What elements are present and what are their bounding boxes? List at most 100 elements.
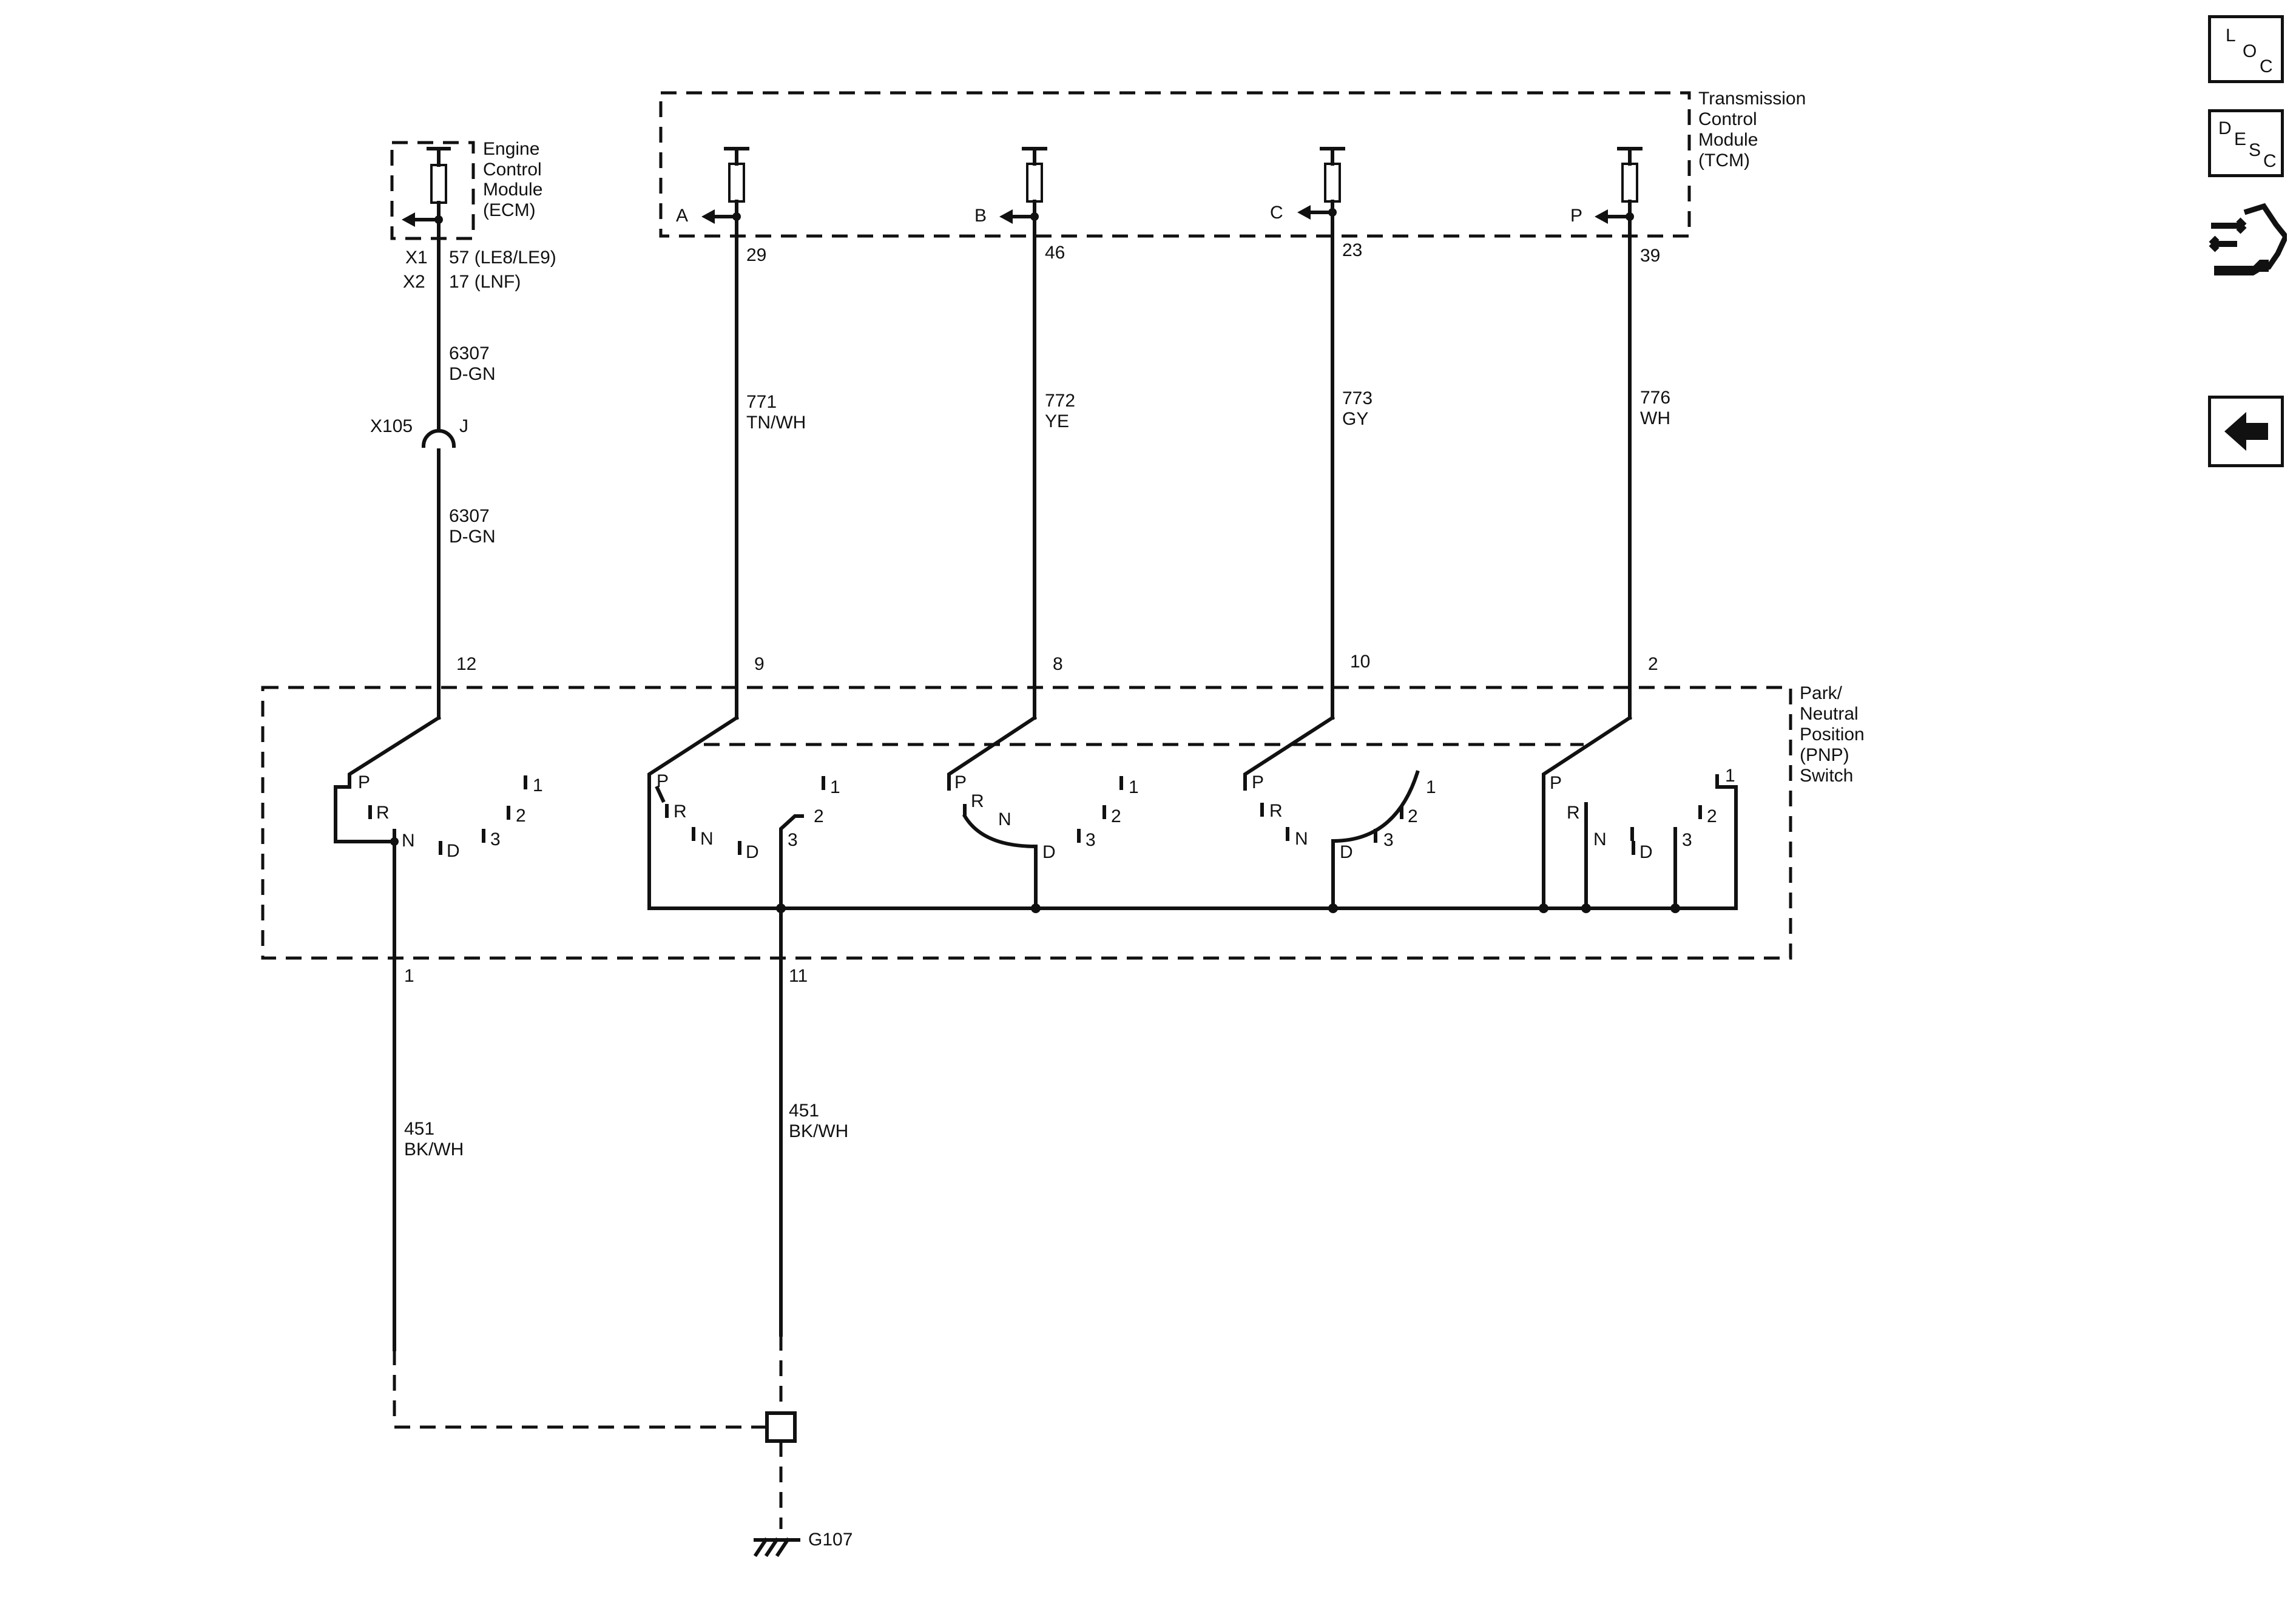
pnp-section-a: P R N D 3 2 1 11 xyxy=(647,715,840,1337)
pos-r: R xyxy=(1567,803,1580,823)
pnp-label-3: Position xyxy=(1800,724,1865,744)
wire-771-color: TN/WH xyxy=(746,413,806,433)
connector-tools-button[interactable] xyxy=(2208,200,2289,282)
tcm-box xyxy=(659,91,1691,238)
x105-connector-label: X105 xyxy=(370,416,413,436)
tcm-label-4: (TCM) xyxy=(1698,150,1750,170)
pos-3: 3 xyxy=(1682,830,1692,850)
pos-d: D xyxy=(1340,842,1353,862)
desc-button[interactable]: D E S C xyxy=(2208,109,2284,177)
pos-n: N xyxy=(1295,829,1308,849)
pos-r: R xyxy=(376,803,390,823)
pos-3: 3 xyxy=(1383,830,1394,850)
wire-776-color: WH xyxy=(1640,408,1670,428)
tcm-input-p: P 39 776 WH 2 xyxy=(1570,147,1670,720)
pnp-section-p: P R N D 3 2 1 xyxy=(1542,715,1738,910)
desc-letter-s: S xyxy=(2249,140,2261,160)
pos-r: R xyxy=(674,802,687,822)
pos-d: D xyxy=(746,842,759,862)
pnp-switch: Park/ Neutral Position (PNP) Switch P R … xyxy=(261,683,1865,1351)
pos-3: 3 xyxy=(490,829,501,849)
pos-2: 2 xyxy=(1408,806,1418,826)
ecm-pin-17: 17 (LNF) xyxy=(449,272,521,292)
ground-wire-1-circuit: 451 xyxy=(404,1119,434,1139)
pos-2: 2 xyxy=(814,806,824,826)
tcm-module: Transmission Control Module (TCM) xyxy=(659,89,1806,238)
pos-1: 1 xyxy=(1725,766,1735,786)
back-arrow-icon xyxy=(2224,412,2268,451)
loc-letter-o: O xyxy=(2243,41,2257,61)
tcm-pin-46: 46 xyxy=(1045,243,1065,263)
pos-2: 2 xyxy=(1707,806,1717,826)
wire-772-color: YE xyxy=(1045,411,1069,431)
pos-1: 1 xyxy=(533,775,543,795)
pnp-label-2: Neutral xyxy=(1800,704,1859,724)
pos-2: 2 xyxy=(1111,806,1121,826)
tcm-input-p-letter: P xyxy=(1570,206,1582,226)
ground-wire-1-color: BK/WH xyxy=(404,1139,464,1160)
desc-letter-e: E xyxy=(2234,129,2247,149)
ecm-connector-x1: X1 xyxy=(405,248,428,268)
pos-p: P xyxy=(1252,772,1264,792)
back-button[interactable] xyxy=(2208,396,2284,467)
ground-wire-2-color: BK/WH xyxy=(789,1121,848,1141)
arrow-left-icon xyxy=(1297,205,1311,220)
pos-d: D xyxy=(1042,842,1056,862)
desc-letter-d: D xyxy=(2218,118,2232,138)
pnp-section-ecm: P R N D 3 2 1 1 xyxy=(334,715,543,1351)
ground-circuit: 451 BK/WH 451 BK/WH G107 xyxy=(393,1101,853,1558)
pnp-pin-12: 12 xyxy=(456,654,476,674)
pnp-label-4: (PNP) xyxy=(1800,745,1849,765)
ecm-wire-circuit-upper: 6307 xyxy=(449,343,490,363)
pnp-section-c: P R N D 3 2 1 xyxy=(1243,715,1436,910)
pnp-pin-8: 8 xyxy=(1053,654,1063,674)
pnp-switch-box xyxy=(261,686,1792,960)
pos-r: R xyxy=(1269,801,1283,821)
x105-pin-label: J xyxy=(459,416,468,436)
x105-connector-female xyxy=(421,429,456,448)
loc-letter-c: C xyxy=(2260,56,2273,76)
pos-p: P xyxy=(657,771,669,791)
ground-wire-2-circuit: 451 xyxy=(789,1101,819,1121)
ecm-label-2: Control xyxy=(483,160,542,180)
tcm-pin-23: 23 xyxy=(1342,240,1362,260)
pnp-pin-9: 9 xyxy=(754,654,765,674)
splice-pack xyxy=(765,1411,797,1443)
pnp-pin-2: 2 xyxy=(1648,654,1658,674)
tcm-input-a-letter: A xyxy=(676,206,688,226)
ecm-box xyxy=(390,141,475,240)
ground-icon xyxy=(753,1537,800,1558)
loc-button[interactable]: L O C xyxy=(2208,15,2284,83)
ecm-wire-color-upper: D-GN xyxy=(449,364,496,384)
wire-773-color: GY xyxy=(1342,409,1368,429)
pos-n: N xyxy=(402,831,415,851)
pnp-pin-10: 10 xyxy=(1350,652,1370,672)
arrow-left-icon xyxy=(402,212,415,227)
pos-2: 2 xyxy=(516,806,526,826)
pnp-label-5: Switch xyxy=(1800,766,1853,786)
wire-772-circuit: 772 xyxy=(1045,391,1075,411)
ground-g107-label: G107 xyxy=(808,1530,853,1550)
ecm-label-4: (ECM) xyxy=(483,200,536,220)
wire-773-circuit: 773 xyxy=(1342,388,1373,408)
pos-1: 1 xyxy=(830,777,840,797)
loc-letter-l: L xyxy=(2226,25,2236,46)
ecm-label-1: Engine xyxy=(483,139,539,159)
pos-1: 1 xyxy=(1426,777,1436,797)
pnp-section-b: P R N D 3 2 1 xyxy=(947,715,1139,910)
arrow-left-icon xyxy=(701,209,715,224)
tcm-pin-39: 39 xyxy=(1640,246,1660,266)
pos-p: P xyxy=(954,772,967,792)
pos-p: P xyxy=(1550,773,1562,793)
ecm-pin-57: 57 (LE8/LE9) xyxy=(449,248,556,268)
ecm-wire-color-lower: D-GN xyxy=(449,527,496,547)
tcm-label-3: Module xyxy=(1698,130,1758,150)
pos-n: N xyxy=(998,809,1011,829)
pos-p: P xyxy=(358,772,370,792)
tcm-input-b-letter: B xyxy=(974,206,987,226)
pnp-pin-11: 11 xyxy=(789,966,808,986)
arrow-left-icon xyxy=(1595,209,1608,224)
ecm-module: Engine Control Module (ECM) X1 57 (LE8/L… xyxy=(390,139,556,292)
arrow-left-icon xyxy=(999,209,1013,224)
